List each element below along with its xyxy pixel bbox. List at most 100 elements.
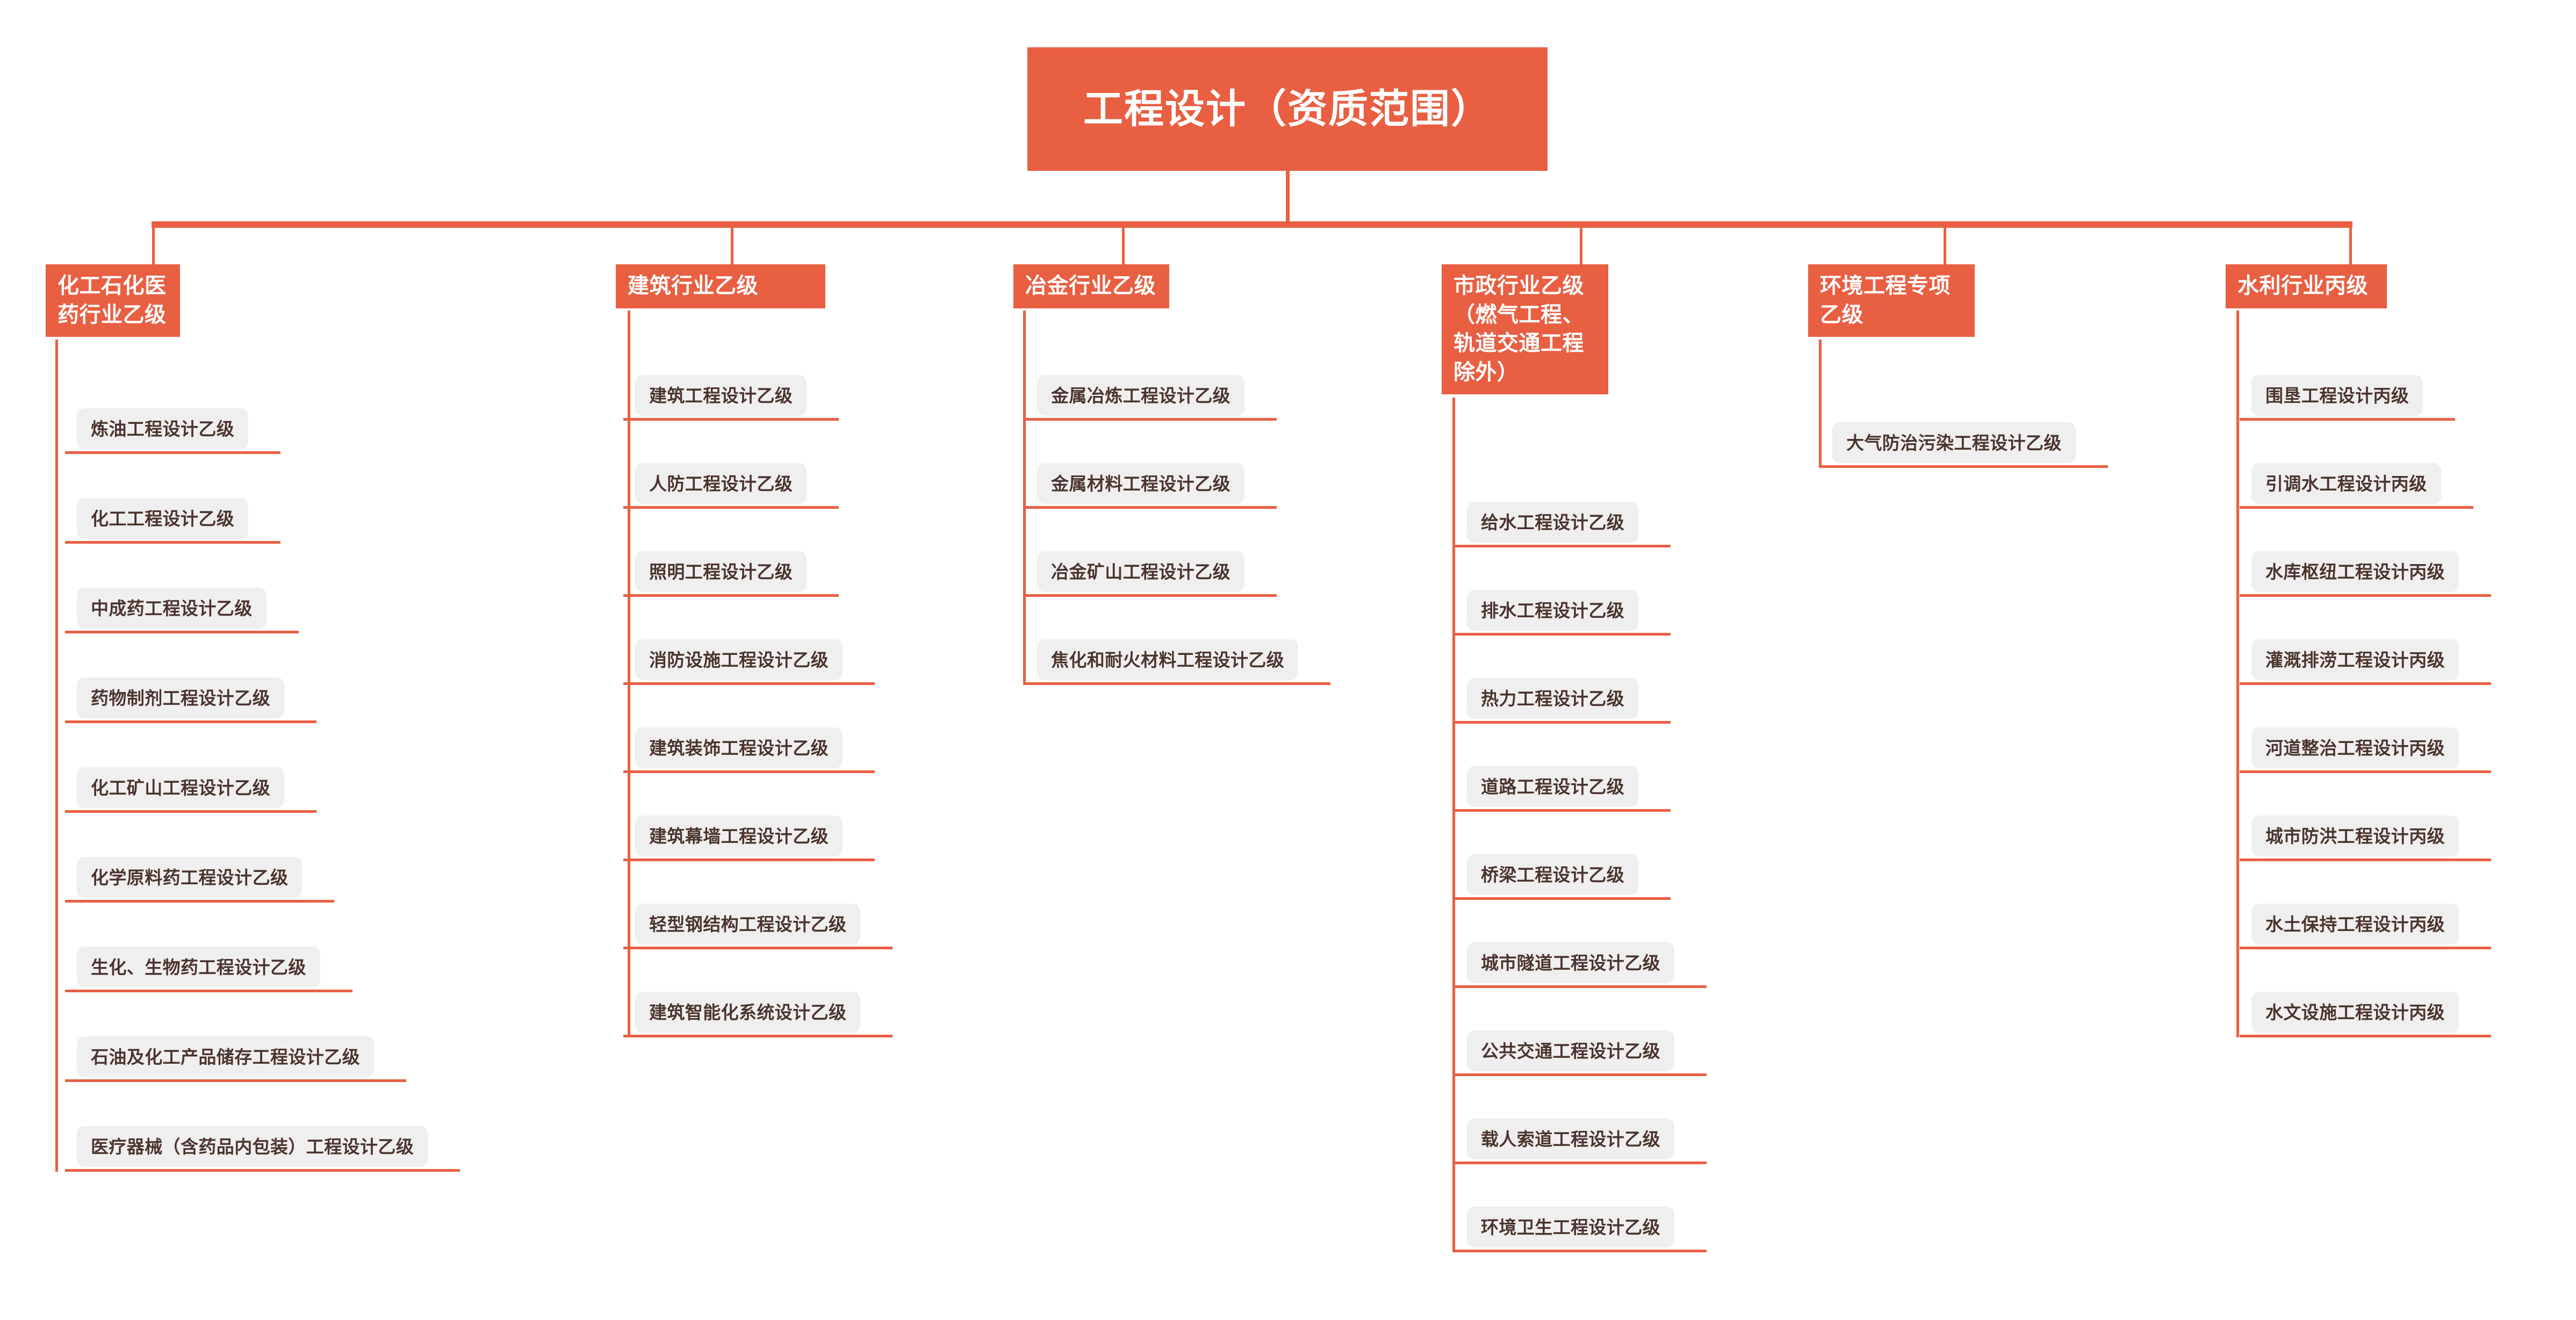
bus-drop-connector-metallurgy: [1122, 225, 1125, 264]
category-header-metallurgy[interactable]: 冶金行业乙级: [1013, 264, 1169, 308]
qualification-pill[interactable]: 环境卫生工程设计乙级: [1467, 1207, 1674, 1247]
qualification-underline: [1025, 506, 1277, 509]
qualification-pill[interactable]: 灌溉排涝工程设计丙级: [2251, 639, 2459, 680]
qualification-pill[interactable]: 化学原料药工程设计乙级: [77, 857, 303, 898]
qualification-pill[interactable]: 石油及化工产品储存工程设计乙级: [77, 1036, 374, 1077]
qualification-underline: [1025, 594, 1277, 597]
qualification-underline: [2240, 770, 2491, 773]
qualification-pill[interactable]: 照明工程设计乙级: [635, 551, 807, 592]
qualification-pill[interactable]: 建筑工程设计乙级: [635, 375, 807, 416]
qualification-label: 石油及化工产品储存工程设计乙级: [91, 1047, 360, 1067]
qualification-label: 炼油工程设计乙级: [91, 419, 235, 439]
qualification-pill[interactable]: 城市防洪工程设计丙级: [2251, 816, 2459, 856]
qualification-underline: [2240, 947, 2491, 949]
qualification-label: 建筑智能化系统设计乙级: [649, 1002, 847, 1022]
qualification-pill[interactable]: 化工矿山工程设计乙级: [77, 767, 284, 808]
category-header-water-conservancy[interactable]: 水利行业丙级: [2226, 264, 2387, 308]
qualification-underline: [1455, 985, 1707, 988]
qualification-underline: [623, 1035, 893, 1037]
qualification-pill[interactable]: 桥梁工程设计乙级: [1467, 854, 1639, 895]
category-header-environmental[interactable]: 环境工程专项乙级: [1808, 264, 1975, 337]
category-header-municipal[interactable]: 市政行业乙级（燃气工程、轨道交通工程除外）: [1442, 264, 1608, 395]
qualification-pill[interactable]: 公共交通工程设计乙级: [1467, 1030, 1674, 1071]
qualification-pill[interactable]: 轻型钢结构工程设计乙级: [635, 904, 861, 944]
qualification-pill[interactable]: 建筑智能化系统设计乙级: [635, 992, 861, 1033]
horizontal-bus-connector: [152, 221, 2352, 228]
qualification-pill[interactable]: 围垦工程设计丙级: [2251, 375, 2423, 416]
root-node-label: 工程设计（资质范围）: [1083, 86, 1492, 132]
qualification-underline: [65, 541, 281, 544]
bus-drop-connector-environmental: [1944, 225, 1946, 264]
qualification-label: 化工矿山工程设计乙级: [91, 777, 270, 798]
qualification-pill[interactable]: 化工工程设计乙级: [77, 498, 249, 539]
bus-drop-connector-chemical-petrochemical-pharma: [152, 225, 155, 264]
qualification-underline: [1455, 633, 1671, 636]
qualification-underline: [65, 1169, 460, 1172]
qualification-label: 建筑装饰工程设计乙级: [649, 738, 829, 758]
qualification-label: 中成药工程设计乙级: [91, 598, 253, 618]
qualification-underline: [2240, 682, 2491, 685]
qualification-underline: [623, 770, 875, 773]
qualification-label: 医疗器械（含药品内包装）工程设计乙级: [91, 1136, 414, 1157]
qualification-label: 大气防治污染工程设计乙级: [1846, 432, 2062, 453]
qualification-label: 河道整治工程设计丙级: [2265, 738, 2445, 758]
qualification-pill[interactable]: 中成药工程设计乙级: [77, 588, 267, 629]
category-header-label: 市政行业乙级（燃气工程、轨道交通工程除外）: [1454, 274, 1584, 384]
qualification-pill[interactable]: 金属材料工程设计乙级: [1037, 463, 1244, 504]
qualification-label: 焦化和耐火材料工程设计乙级: [1051, 650, 1285, 670]
qualification-label: 灌溉排涝工程设计丙级: [2265, 650, 2445, 670]
qualification-label: 载人索道工程设计乙级: [1481, 1129, 1660, 1149]
qualification-pill[interactable]: 建筑幕墙工程设计乙级: [635, 816, 843, 856]
qualification-label: 引调水工程设计丙级: [2265, 473, 2427, 494]
qualification-pill[interactable]: 排水工程设计乙级: [1467, 590, 1639, 631]
qualification-pill[interactable]: 炼油工程设计乙级: [77, 408, 249, 449]
qualification-pill[interactable]: 冶金矿山工程设计乙级: [1037, 551, 1244, 592]
qualification-pill[interactable]: 金属冶炼工程设计乙级: [1037, 375, 1244, 416]
qualification-label: 城市隧道工程设计乙级: [1481, 953, 1660, 973]
qualification-pill[interactable]: 生化、生物药工程设计乙级: [77, 947, 320, 987]
qualification-underline: [1455, 545, 1671, 547]
qualification-label: 给水工程设计乙级: [1481, 512, 1625, 532]
qualification-pill[interactable]: 道路工程设计乙级: [1467, 766, 1639, 807]
qualification-label: 桥梁工程设计乙级: [1481, 864, 1625, 885]
qualification-label: 水库枢纽工程设计丙级: [2265, 561, 2445, 582]
qualification-pill[interactable]: 载人索道工程设计乙级: [1467, 1119, 1674, 1159]
qualification-label: 消防设施工程设计乙级: [649, 650, 829, 670]
qualification-pill[interactable]: 城市隧道工程设计乙级: [1467, 942, 1674, 983]
category-spine-chemical-petrochemical-pharma: [55, 340, 58, 1172]
qualification-underline: [1455, 897, 1671, 900]
qualification-underline: [1455, 809, 1671, 812]
category-header-chemical-petrochemical-pharma[interactable]: 化工石化医药行业乙级: [46, 264, 180, 337]
qualification-pill[interactable]: 建筑装饰工程设计乙级: [635, 727, 843, 768]
bus-drop-connector-municipal: [1580, 225, 1582, 264]
qualification-label: 生化、生物药工程设计乙级: [91, 957, 306, 977]
qualification-pill[interactable]: 大气防治污染工程设计乙级: [1832, 422, 2076, 463]
qualification-label: 公共交通工程设计乙级: [1481, 1041, 1660, 1061]
qualification-underline: [623, 418, 839, 421]
qualification-underline: [65, 631, 299, 633]
qualification-pill[interactable]: 给水工程设计乙级: [1467, 502, 1639, 543]
category-header-label: 化工石化医药行业乙级: [57, 274, 167, 327]
qualification-pill[interactable]: 消防设施工程设计乙级: [635, 639, 843, 680]
qualification-pill[interactable]: 热力工程设计乙级: [1467, 678, 1639, 719]
category-spine-environmental: [1819, 340, 1822, 468]
qualification-pill[interactable]: 水库枢纽工程设计丙级: [2251, 551, 2459, 592]
qualification-pill[interactable]: 河道整治工程设计丙级: [2251, 727, 2459, 768]
category-header-label: 水利行业丙级: [2237, 274, 2368, 298]
qualification-label: 环境卫生工程设计乙级: [1481, 1217, 1660, 1237]
category-header-construction[interactable]: 建筑行业乙级: [616, 264, 825, 308]
qualification-pill[interactable]: 水土保持工程设计丙级: [2251, 904, 2459, 944]
bus-drop-connector-construction: [731, 225, 733, 264]
qualification-pill[interactable]: 人防工程设计乙级: [635, 463, 807, 504]
qualification-underline: [65, 1079, 406, 1082]
qualification-label: 人防工程设计乙级: [649, 473, 793, 494]
qualification-underline: [65, 990, 352, 992]
root-node[interactable]: 工程设计（资质范围）: [1027, 47, 1548, 171]
qualification-underline: [2240, 506, 2473, 509]
qualification-pill[interactable]: 水文设施工程设计丙级: [2251, 992, 2459, 1033]
qualification-pill[interactable]: 引调水工程设计丙级: [2251, 463, 2441, 504]
qualification-label: 水文设施工程设计丙级: [2265, 1002, 2445, 1022]
qualification-pill[interactable]: 医疗器械（含药品内包装）工程设计乙级: [77, 1126, 428, 1167]
qualification-pill[interactable]: 药物制剂工程设计乙级: [77, 677, 284, 718]
qualification-pill[interactable]: 焦化和耐火材料工程设计乙级: [1037, 639, 1299, 680]
